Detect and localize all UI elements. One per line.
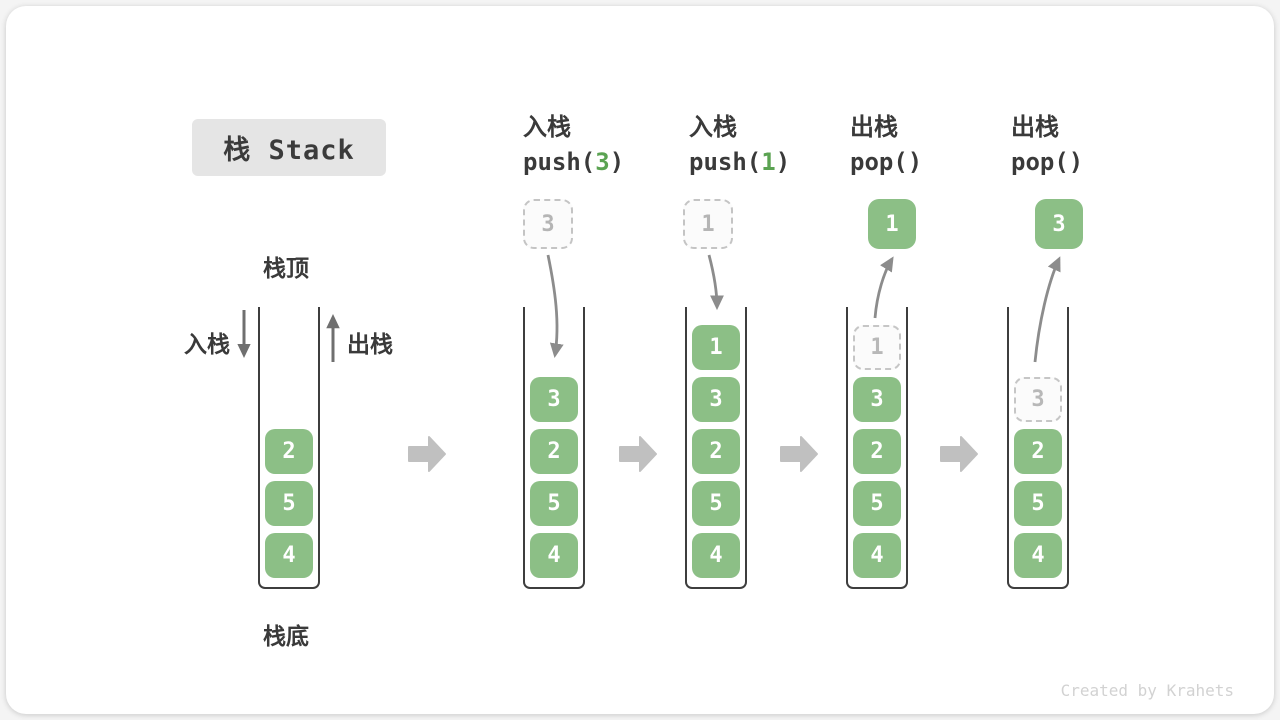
stack-cell: 2 [692, 429, 740, 474]
op-header-push-3: 入栈 push(3) [523, 112, 624, 177]
arrows-overlay [237, 254, 1061, 472]
step-arrow-right-icon [940, 436, 978, 472]
stack-cell: 3 [530, 377, 578, 422]
stack-cell: 2 [265, 429, 313, 474]
stack-cell: 5 [1014, 481, 1062, 526]
step-arrow-right-icon [619, 436, 657, 472]
push-1-arrow-icon [707, 254, 724, 311]
stack-cell: 4 [853, 533, 901, 578]
stack-cell: 4 [265, 533, 313, 578]
ghost-cell: 3 [1014, 377, 1062, 422]
popped-value-box: 1 [868, 199, 916, 249]
op-name: 入栈 [689, 113, 737, 141]
pop-side-label: 出栈 [347, 332, 393, 358]
op-header-pop-1: 出栈 pop() [850, 112, 922, 177]
stack-container-step3 [846, 307, 908, 589]
stack-cell: 3 [692, 377, 740, 422]
step-arrow-right-icon [780, 436, 818, 472]
stack-cell: 5 [530, 481, 578, 526]
stack-cell: 1 [692, 325, 740, 370]
stack-cell: 2 [853, 429, 901, 474]
watermark: Created by Krahets [1060, 681, 1234, 700]
op-code: pop() [1011, 148, 1084, 176]
stack-cell: 2 [1014, 429, 1062, 474]
op-header-pop-3: 出栈 pop() [1011, 112, 1083, 177]
push-side-label: 入栈 [184, 332, 230, 358]
op-code: pop() [850, 148, 923, 176]
diagram-title: 栈 Stack [192, 119, 386, 176]
stack-container-step4 [1007, 307, 1069, 589]
op-name: 出栈 [1011, 113, 1059, 141]
op-code: push(3) [523, 148, 625, 176]
stack-cell: 3 [853, 377, 901, 422]
op-code-arg: 1 [761, 148, 776, 176]
op-header-push-1: 入栈 push(1) [689, 112, 790, 177]
op-name: 入栈 [523, 113, 571, 141]
stack-container-step2 [685, 307, 747, 589]
stack-cell: 5 [853, 481, 901, 526]
stack-cell: 4 [530, 533, 578, 578]
stack-top-label: 栈顶 [263, 256, 309, 282]
op-name: 出栈 [850, 113, 898, 141]
incoming-value-box: 1 [683, 199, 733, 249]
incoming-value-box: 3 [523, 199, 573, 249]
stack-cell: 4 [692, 533, 740, 578]
ghost-cell: 1 [853, 325, 901, 370]
diagram-card: 栈 Stack 入栈 push(3) 入栈 push(1) 出栈 pop() 出… [6, 6, 1274, 714]
op-code: push(1) [689, 148, 791, 176]
stack-bottom-label: 栈底 [263, 624, 309, 650]
op-code-arg: 3 [595, 148, 610, 176]
stack-container-initial [258, 307, 320, 589]
stack-cell: 2 [530, 429, 578, 474]
popped-value-box: 3 [1035, 199, 1083, 249]
stack-container-step1 [523, 307, 585, 589]
stack-cell: 5 [265, 481, 313, 526]
stack-cell: 4 [1014, 533, 1062, 578]
step-arrow-right-icon [408, 436, 446, 472]
stack-cell: 5 [692, 481, 740, 526]
